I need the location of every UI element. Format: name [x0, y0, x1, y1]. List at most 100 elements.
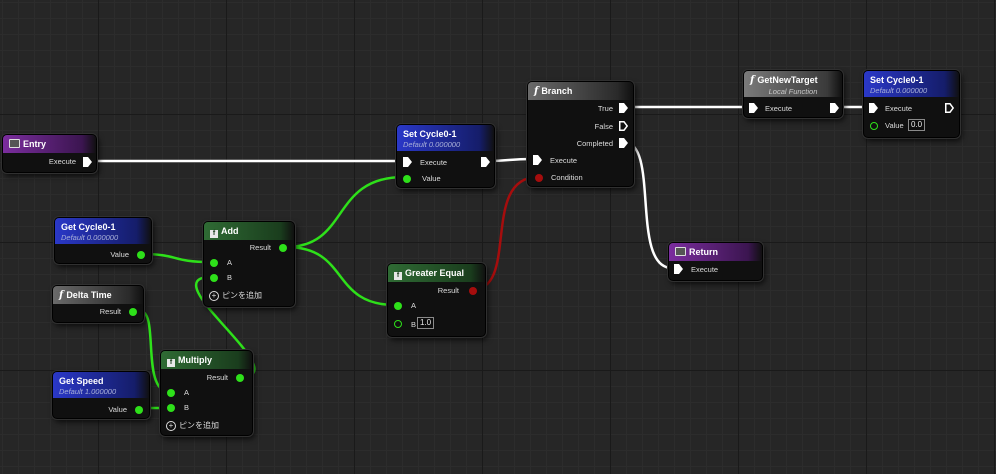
exec-arrow-icon[interactable] [619, 103, 628, 113]
data-circle-icon[interactable] [135, 406, 143, 414]
data-circle-icon[interactable] [167, 404, 175, 412]
get-cycle-node[interactable]: Get Cycle0-1 Default 0.000000 Value [54, 217, 152, 264]
exec-arrow-icon[interactable] [619, 121, 628, 131]
data-circle-icon[interactable] [279, 244, 287, 252]
plus-circle-icon: + [209, 291, 219, 301]
data-circle-icon[interactable] [236, 374, 244, 382]
value-field[interactable]: 0.0 [908, 119, 926, 131]
add-pin-button[interactable]: +ピンを追加 [166, 420, 219, 431]
data-circle-icon[interactable] [394, 320, 402, 328]
pure-function-icon: f [167, 359, 175, 367]
data-circle-icon[interactable] [535, 174, 543, 182]
plus-circle-icon: + [166, 421, 176, 431]
float-wire-multiply-add [194, 275, 256, 379]
exec-wire-completed-return [623, 140, 673, 270]
multiply-result-label: Result [206, 373, 228, 382]
exec-arrow-icon[interactable] [403, 157, 412, 167]
get-new-target-title: GetNewTarget [757, 75, 818, 85]
exec-arrow-icon[interactable] [619, 138, 628, 148]
exec-arrow-icon[interactable] [869, 103, 878, 113]
multiply-b-label: B [184, 403, 190, 412]
greater-equal-result-label: Result [437, 286, 459, 295]
data-circle-icon[interactable] [870, 122, 878, 130]
bool-wire-greater-branch [471, 175, 539, 292]
return-title: Return [689, 247, 718, 257]
exec-arrow-icon[interactable] [749, 103, 758, 113]
get-cycle-value-label: Value [110, 250, 129, 259]
exec-arrow-icon[interactable] [945, 103, 954, 113]
float-wire-add-set [285, 175, 405, 249]
pure-function-icon: f [394, 272, 402, 280]
set-cycle-subtitle: Default 0.000000 [403, 140, 461, 149]
entry-node[interactable]: Entry Execute [2, 134, 97, 173]
exec-arrow-icon[interactable] [830, 103, 839, 113]
data-circle-icon[interactable] [394, 302, 402, 310]
branch-condition-label: Condition [551, 173, 583, 182]
delta-time-result-label: Result [99, 307, 121, 316]
exec-arrow-icon[interactable] [83, 157, 92, 167]
data-circle-icon[interactable] [210, 259, 218, 267]
add-pin-label: ピンを追加 [179, 421, 219, 430]
greater-equal-title: Greater Equal [405, 268, 465, 278]
return-execute-label: Execute [691, 265, 719, 274]
set-cycle-value-label: Value [885, 121, 904, 130]
set-cycle-value-label: Value [422, 174, 441, 183]
set-cycle-node[interactable]: Set Cycle0-1 Default 0.000000 Execute Va… [863, 70, 960, 138]
multiply-a-label: A [184, 388, 190, 397]
data-circle-icon[interactable] [167, 389, 175, 397]
branch-title: Branch [541, 86, 573, 96]
b-value-field[interactable]: 1.0 [417, 317, 435, 329]
entry-header: Entry [3, 135, 96, 153]
function-f-icon: f [534, 86, 539, 97]
function-f-icon: f [750, 75, 755, 86]
data-circle-icon[interactable] [403, 175, 411, 183]
branch-true-label: True [597, 104, 613, 113]
data-circle-icon[interactable] [210, 274, 218, 282]
exec-arrow-icon[interactable] [533, 155, 542, 165]
branch-false-label: False [594, 122, 613, 131]
get-cycle-header: Get Cycle0-1 Default 0.000000 [55, 218, 151, 244]
add-title: Add [221, 226, 239, 236]
get-cycle-title: Get Cycle0-1 [61, 222, 116, 232]
pure-function-icon: f [210, 230, 218, 238]
set-cycle-execute-label: Execute [420, 158, 448, 167]
add-a-label: A [227, 258, 233, 267]
set-cycle-execute-label: Execute [885, 104, 913, 113]
get-cycle-subtitle: Default 0.000000 [61, 233, 119, 242]
set-cycle-header: Set Cycle0-1 Default 0.000000 [397, 125, 494, 151]
get-speed-node[interactable]: Get Speed Default 1.000000 Value [52, 371, 150, 419]
add-result-label: Result [249, 243, 271, 252]
get-new-target-subtitle: Local Function [768, 87, 818, 96]
multiply-title: Multiply [178, 355, 212, 365]
data-circle-icon[interactable] [137, 251, 145, 259]
delta-time-title: Delta Time [66, 290, 112, 300]
add-b-label: B [227, 273, 233, 282]
float-wire-add-greater [285, 245, 396, 307]
exec-arrow-icon[interactable] [481, 157, 490, 167]
greater-equal-a-label: A [411, 301, 417, 310]
data-circle-icon[interactable] [129, 308, 137, 316]
add-pin-button[interactable]: +ピンを追加 [209, 290, 262, 301]
branch-completed-label: Completed [576, 139, 613, 148]
get-speed-value-label: Value [108, 405, 127, 414]
data-circle-icon[interactable] [469, 287, 477, 295]
event-box-icon [675, 247, 686, 256]
set-cycle-node[interactable]: Set Cycle0-1 Default 0.000000 Execute Va… [396, 124, 495, 188]
exec-arrow-icon[interactable] [674, 264, 683, 274]
set-cycle-title: Set Cycle0-1 [870, 75, 924, 85]
entry-execute-label: Execute [48, 157, 76, 166]
get-speed-header: Get Speed Default 1.000000 [53, 372, 149, 398]
return-node[interactable]: Return Execute [668, 242, 763, 281]
